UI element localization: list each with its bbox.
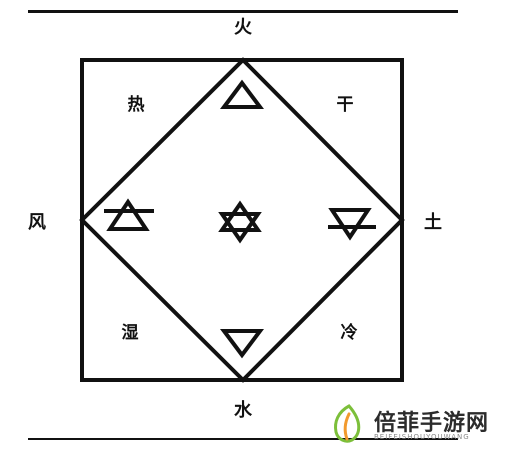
top-rule — [28, 10, 458, 13]
watermark-subtitle: BEIFEISHOUYOUWANG — [374, 433, 470, 441]
hexagram-icon — [218, 200, 262, 244]
label-corner-top-right: 干 — [336, 95, 354, 115]
air-symbol-icon — [104, 198, 154, 231]
bottom-rule — [28, 438, 458, 440]
label-corner-bottom-right: 冷 — [340, 323, 358, 343]
label-bottom: 水 — [234, 400, 252, 421]
watermark: 倍菲手游网 BEIFEISHOUYOUWANG — [330, 402, 505, 448]
label-right: 土 — [424, 212, 442, 233]
label-corner-bottom-left: 湿 — [121, 323, 139, 343]
fire-symbol-icon — [220, 79, 264, 109]
label-top: 火 — [234, 17, 252, 38]
label-corner-top-left: 热 — [127, 95, 145, 115]
water-symbol-icon — [220, 329, 264, 359]
earth-symbol-icon — [328, 208, 376, 241]
watermark-title: 倍菲手游网 — [374, 410, 490, 435]
label-left: 风 — [28, 212, 46, 233]
leaf-logo-icon — [334, 404, 361, 443]
inner-diamond — [79, 57, 405, 383]
